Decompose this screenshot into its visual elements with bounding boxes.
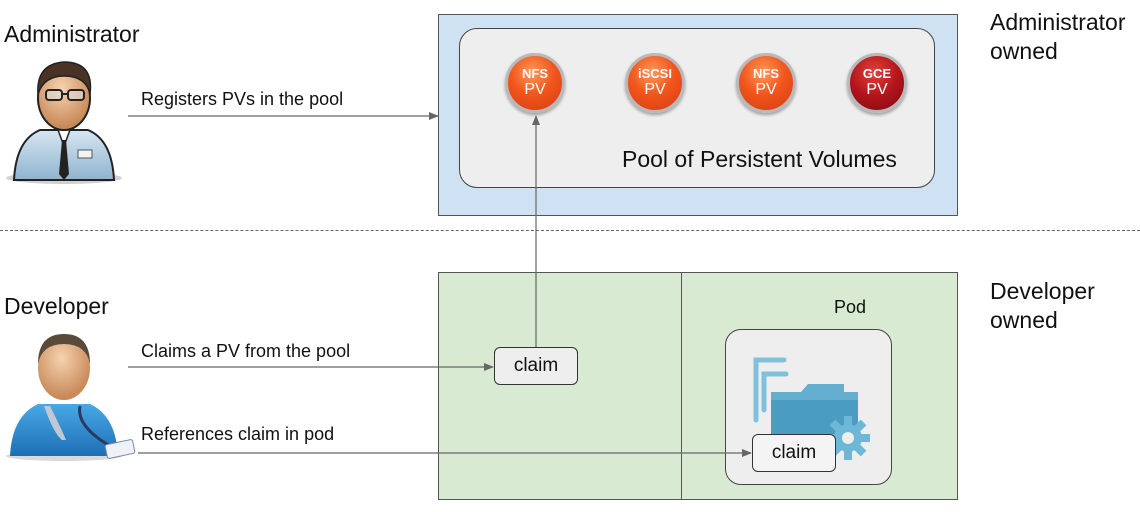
pod-label: Pod <box>834 297 867 317</box>
pod-claim-box[interactable]: claim <box>752 434 836 472</box>
administrator-label: Administrator <box>4 21 140 47</box>
developer-owned-line-1: Developer <box>990 278 1095 304</box>
references-arrow-label: References claim in pod <box>141 424 335 444</box>
pv-label: PV <box>866 81 888 98</box>
pv-type: NFS <box>753 66 779 81</box>
administrator-avatar-icon <box>2 50 124 185</box>
ownership-separator <box>0 230 1140 231</box>
administrator-owned-line-2: owned <box>990 38 1058 64</box>
pv-iscsi[interactable]: iSCSI PV <box>625 53 685 113</box>
developer-owned-line-2: owned <box>990 307 1058 333</box>
developer-label: Developer <box>4 293 109 319</box>
pv-label: PV <box>524 81 546 98</box>
pv-nfs-1[interactable]: NFS PV <box>505 53 565 113</box>
administrator-owned-label: Administrator owned <box>990 8 1125 66</box>
pv-nfs-2[interactable]: NFS PV <box>736 53 796 113</box>
pv-type: GCE <box>862 66 892 81</box>
pool-title: Pool of Persistent Volumes <box>622 146 897 172</box>
claim-box[interactable]: claim <box>494 347 578 385</box>
pv-type: iSCSI <box>638 66 672 81</box>
pv-label: PV <box>755 81 777 98</box>
pv-gce[interactable]: GCE PV <box>847 53 907 113</box>
claims-arrow-label: Claims a PV from the pool <box>141 341 351 361</box>
developer-owned-label: Developer owned <box>990 277 1095 335</box>
administrator-owned-line-1: Administrator <box>990 9 1126 35</box>
developer-area-claims <box>438 272 682 500</box>
pv-type: NFS <box>522 66 548 81</box>
registers-arrow-label: Registers PVs in the pool <box>141 89 344 109</box>
pv-label: PV <box>644 81 666 98</box>
developer-avatar-icon <box>2 322 142 462</box>
